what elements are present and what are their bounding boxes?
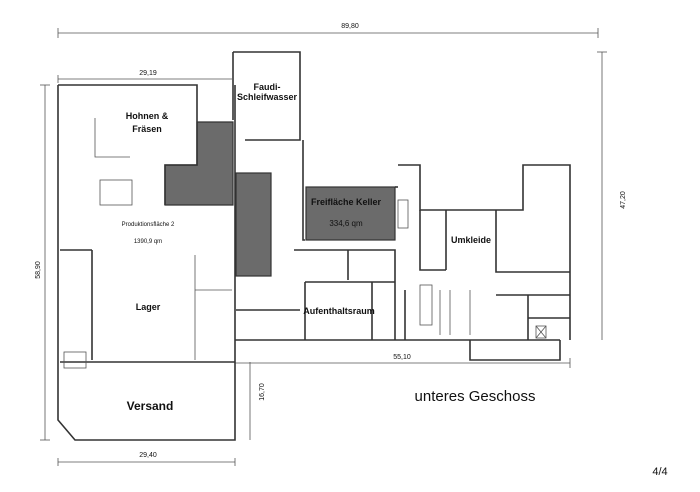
room-produktion: Produktionsfläche 2 (122, 222, 175, 228)
dim-left-height: 58,90 (35, 261, 42, 279)
dim-right-height: 47,20 (620, 191, 627, 209)
dim-left-width-bottom: 29,40 (139, 452, 157, 459)
room-freiflaeche: Freifläche Keller (311, 197, 382, 207)
interior-details (63, 118, 547, 369)
dim-versand-height: 16,70 (259, 383, 266, 401)
room-hohnen-line1: Hohnen & (126, 111, 169, 121)
room-hohnen-line2: Fräsen (132, 124, 162, 134)
room-umkleide: Umkleide (451, 235, 491, 245)
room-freiflaeche-area: 334,6 qm (329, 219, 363, 228)
shaded-areas (164, 121, 396, 277)
dimension-lines (40, 28, 607, 466)
dim-total-width: 89,80 (341, 23, 359, 30)
dim-left-width-top: 29,19 (139, 70, 157, 77)
dim-bottom-right-width: 55,10 (393, 354, 411, 361)
room-aufenthalt: Aufenthaltsraum (303, 306, 375, 316)
room-lager: Lager (136, 302, 161, 312)
room-faudi-line1: Faudi- (254, 82, 281, 92)
room-versand: Versand (127, 399, 174, 413)
room-faudi-line2: Schleifwasser (237, 92, 298, 102)
room-produktion-area: 1390,9 qm (134, 239, 162, 245)
walls (57, 51, 571, 441)
floor-title: unteres Geschoss (415, 388, 536, 405)
page-number: 4/4 (652, 466, 667, 478)
